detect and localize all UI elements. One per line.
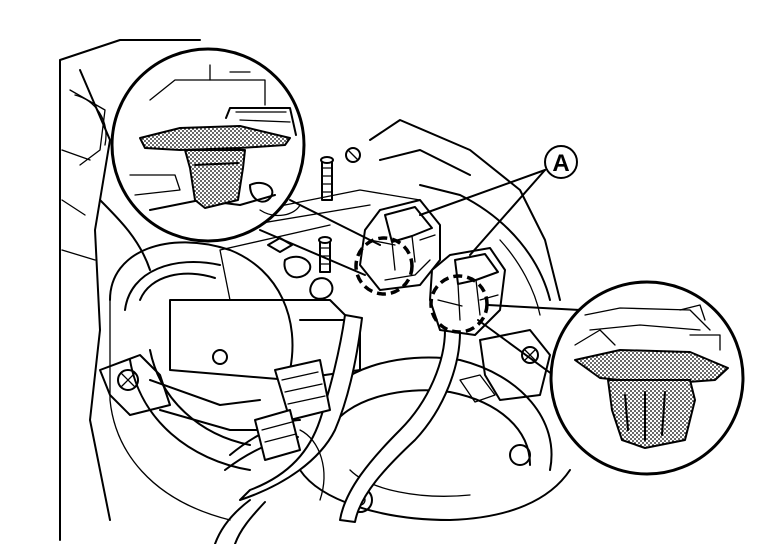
clip-location-marker-left xyxy=(354,236,414,296)
stud-bolt xyxy=(320,156,334,201)
clip-detail-right xyxy=(477,280,745,476)
clip-detail-left xyxy=(110,47,381,276)
engine-background xyxy=(59,39,571,541)
wiring-harness xyxy=(214,314,461,544)
callout-a xyxy=(419,145,578,256)
stud-bolt xyxy=(318,236,332,273)
clip-location-marker-right xyxy=(429,274,489,334)
harness-connector-right xyxy=(429,247,506,336)
harness-connector-left xyxy=(359,199,441,291)
callout-label: A xyxy=(552,150,569,177)
